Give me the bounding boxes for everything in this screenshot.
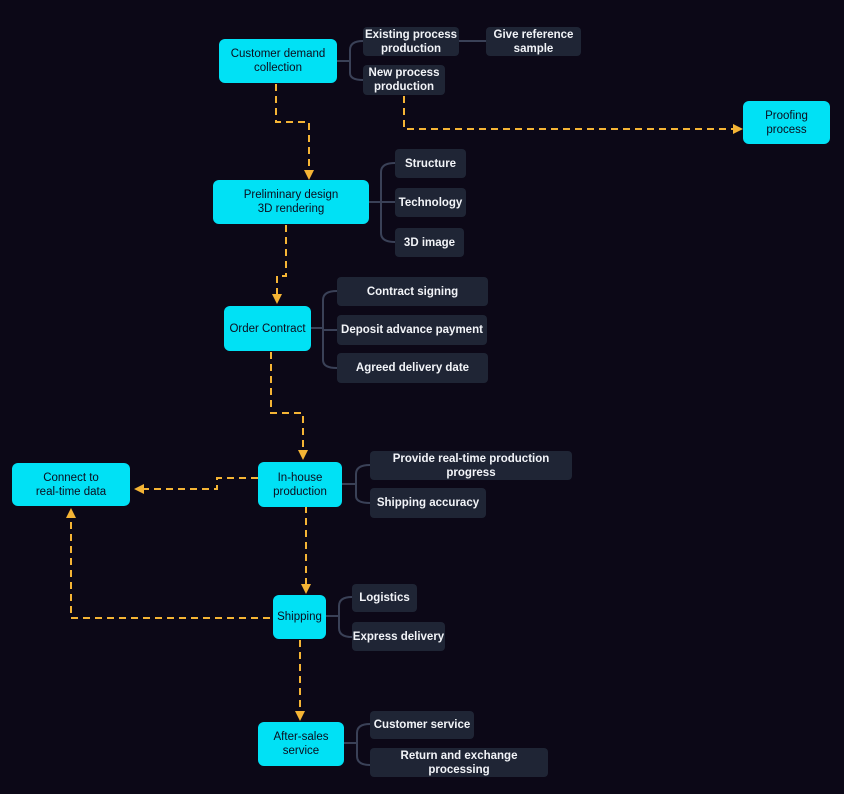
subnode-3d-image: 3D image: [395, 228, 464, 257]
subnode-new-process: New process production: [363, 65, 445, 95]
bracket-shipping: [326, 596, 353, 638]
flow-demand-to-design: [275, 84, 310, 170]
arrowhead-design-to-contract: [272, 294, 282, 304]
flow-contract-to-inhouse: [270, 352, 304, 451]
subnode-contract-signing: Contract signing: [337, 277, 488, 306]
arrowhead-inhouse-to-shipping: [301, 584, 311, 594]
flow-newprocess-to-proofing: [403, 96, 733, 130]
node-shipping: Shipping: [273, 595, 326, 639]
subnode-express-delivery: Express delivery: [352, 622, 445, 651]
arrowhead-contract-to-inhouse: [298, 450, 308, 460]
node-order-contract: Order Contract: [224, 306, 311, 351]
flow-inhouse-to-connect: [144, 477, 258, 490]
subnode-shipping-accuracy: Shipping accuracy: [370, 488, 486, 518]
subnode-existing-process: Existing process production: [363, 27, 459, 56]
bracket-customer-demand: [337, 40, 364, 81]
node-preliminary-design: Preliminary design 3D rendering: [213, 180, 369, 224]
subnode-return-exchange: Return and exchange processing: [370, 748, 548, 777]
subnode-structure: Structure: [395, 149, 466, 178]
bracket-after-sales: [343, 723, 371, 766]
node-connect-realtime-data: Connect to real-time data: [12, 463, 130, 506]
node-customer-demand: Customer demand collection: [219, 39, 337, 83]
bracket-inhouse: [342, 464, 371, 504]
subnode-give-reference: Give reference sample: [486, 27, 581, 56]
node-inhouse-production: In-house production: [258, 462, 342, 507]
bracket-connectors: [311, 40, 486, 766]
node-proofing-process: Proofing process: [743, 101, 830, 144]
subnode-deposit-payment: Deposit advance payment: [337, 315, 487, 345]
bracket-preliminary-design: [369, 162, 396, 243]
subnode-technology: Technology: [395, 188, 466, 217]
arrowhead-newprocess-to-proofing: [733, 124, 743, 134]
arrowhead-inhouse-to-connect: [134, 484, 144, 494]
subnode-customer-service: Customer service: [370, 711, 474, 739]
arrowhead-shipping-to-aftersales: [295, 711, 305, 721]
arrowhead-shipping-to-connect: [66, 508, 76, 518]
flow-shipping-to-connect: [70, 518, 270, 619]
subnode-delivery-date: Agreed delivery date: [337, 353, 488, 383]
subnode-realtime-progress: Provide real-time production progress: [370, 451, 572, 480]
subnode-logistics: Logistics: [352, 584, 417, 612]
flow-design-to-contract: [276, 225, 287, 295]
flow-arrows: [66, 84, 743, 721]
bracket-order-contract: [311, 290, 338, 369]
node-after-sales: After-sales service: [258, 722, 344, 766]
arrowhead-demand-to-design: [304, 170, 314, 180]
